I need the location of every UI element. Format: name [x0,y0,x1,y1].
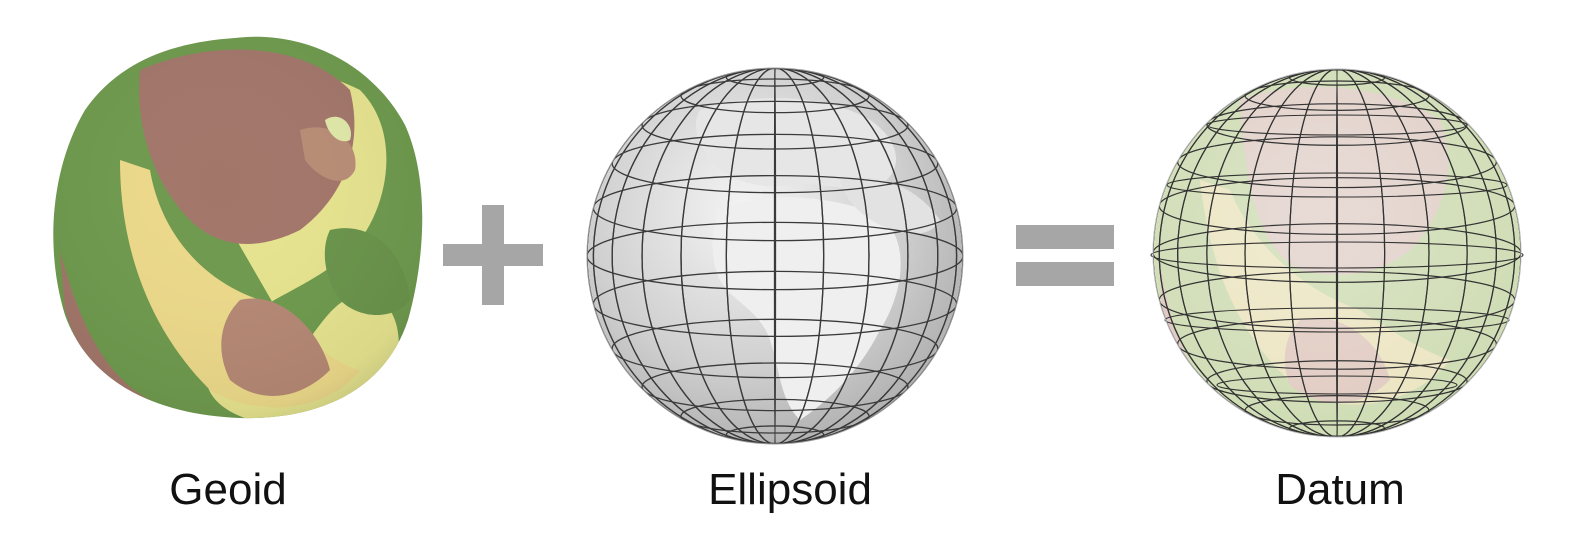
datum-ring [1166,172,1508,198]
ellipsoid-grid-meridian [725,68,825,444]
datum-grid-meridian [1244,69,1430,437]
datum-grid-meridian [1206,69,1468,437]
datum-globe [1150,68,1524,438]
ellipsoid-grid-meridian [592,68,958,444]
ellipsoid-globe [586,67,964,445]
datum-grid-meridian [1288,69,1386,437]
equals-sign-icon [1016,225,1114,286]
datum-grid-meridian [1177,69,1497,437]
ellipsoid-label: Ellipsoid [708,465,872,514]
datum-ring [1150,241,1524,269]
ellipsoid-grid-meridian [773,68,777,444]
datum-ring [1216,375,1458,395]
ellipsoid-grid-meridian [680,68,870,444]
datum-label: Datum [1275,465,1405,514]
datum-grid-meridian [1335,69,1339,437]
geoid-globe [53,36,423,419]
datum-ring [1164,307,1510,333]
ellipsoid-grid-meridian [641,68,909,444]
geoid-label: Geoid [169,465,287,514]
ellipsoid-grid-meridian [611,68,939,444]
plus-sign-icon [443,205,543,305]
datum-ring [1206,114,1468,136]
datum-grid-meridian [1158,69,1516,437]
